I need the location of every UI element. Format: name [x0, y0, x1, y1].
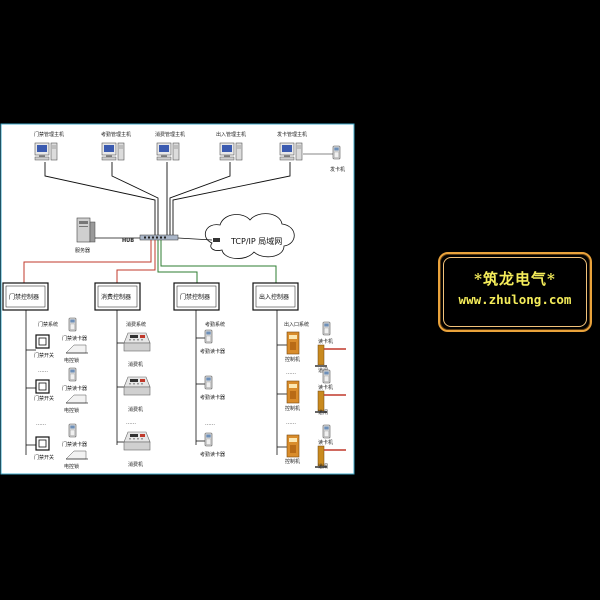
parking-subsystem-label: 出入口系统 [284, 321, 309, 328]
reader-label: 门禁读卡器 [62, 441, 87, 448]
cloud-icon [204, 213, 295, 259]
access-subsystem: 门禁系统 门禁开关 门禁读卡器 电控锁 …… 门禁开关 门禁读卡器 电控锁 …… [25, 310, 89, 470]
parking-reader-label: 读卡机 [318, 338, 333, 345]
parking-ellipsis: …… [286, 420, 296, 426]
consume-subsystem-label: 消费系统 [126, 321, 146, 328]
hub-label: HUB [122, 238, 134, 244]
pos-label: 消费机 [128, 406, 143, 413]
controller-label: 出入控制器 [259, 293, 289, 301]
controller-trunks [23, 240, 277, 283]
pos-label: 消费机 [128, 361, 143, 368]
lock-label: 电控锁 [64, 357, 79, 364]
zhulong-watermark: *筑龙电气* www.zhulong.com [438, 252, 592, 332]
workstation-2: 考勤管理主机 [101, 131, 131, 161]
controller-4: 出入控制器 [252, 282, 299, 311]
access-ellipsis: …… [38, 368, 48, 374]
parking-reader-label: 读卡机 [318, 439, 333, 446]
attendance-ellipsis: …… [205, 421, 215, 427]
controller-label: 门禁控制器 [180, 293, 210, 301]
workstation-cables [44, 162, 291, 236]
server-label: 服务器 [75, 247, 90, 254]
parking-controller-label: 控制机 [285, 405, 300, 412]
parking-reader-label: 读卡机 [318, 384, 333, 391]
door-label: 门禁开关 [34, 454, 54, 461]
watermark-border [443, 257, 587, 327]
controller-1: 门禁控制器 [2, 282, 49, 311]
hub: HUB [122, 234, 179, 244]
workstation-label: 门禁管理主机 [34, 131, 64, 138]
workstation-label: 出入管理主机 [216, 131, 246, 138]
reader-label: 门禁读卡器 [62, 385, 87, 392]
consume-subsystem: 消费系统 消费机 消费机 …… 消费机 [116, 310, 151, 468]
controller-3: 门禁控制器 [173, 282, 220, 311]
parking-controller-label: 控制机 [285, 356, 300, 363]
access-ellipsis: …… [36, 421, 46, 427]
access-row: 门禁开关 门禁读卡器 电控锁 [26, 423, 89, 470]
access-subsystem-label: 门禁系统 [38, 321, 58, 328]
access-row: 门禁开关 门禁读卡器 电控锁 [26, 367, 89, 414]
workstation-5: 发卡管理主机 [277, 131, 307, 161]
door-label: 门禁开关 [34, 352, 54, 359]
parking-ellipsis: …… [286, 370, 296, 376]
attendance-subsystem: 考勤系统 考勤读卡器 考勤读卡器 …… 考勤读卡器 [195, 310, 225, 458]
server: 服务器 [75, 217, 96, 254]
gate-label: 道闸 [318, 463, 328, 470]
card-issuer: 发卡机 [330, 145, 345, 173]
card-issuer-label: 发卡机 [330, 166, 345, 173]
attendance-reader-label: 考勤读卡器 [200, 451, 225, 458]
controller-label: 门禁控制器 [9, 293, 39, 301]
reader-label: 门禁读卡器 [62, 335, 87, 342]
lock-label: 电控锁 [64, 407, 79, 414]
pos-label: 消费机 [128, 461, 143, 468]
door-label: 门禁开关 [34, 395, 54, 402]
workstation-label: 消费管理主机 [155, 131, 185, 138]
attendance-reader-label: 考勤读卡器 [200, 348, 225, 355]
gate-label: 道闸 [318, 409, 328, 416]
workstation-label: 考勤管理主机 [101, 131, 131, 138]
controller-2: 消费控制器 [94, 282, 141, 311]
lan-cloud: TCP/IP 局域网 [177, 213, 295, 259]
workstation-3: 消费管理主机 [155, 131, 185, 161]
workstation-4: 出入管理主机 [216, 131, 246, 161]
watermark-url: www.zhulong.com [458, 292, 572, 307]
parking-controller-label: 控制机 [285, 458, 300, 465]
lan-label: TCP/IP 局域网 [230, 236, 282, 246]
parking-subsystem: 出入口系统 控制机 读卡机 道闸 …… 控制机 读卡机 道闸 …… 控制机 读卡… [276, 310, 347, 470]
workstation-label: 发卡管理主机 [277, 131, 307, 138]
access-row: 门禁开关 门禁读卡器 电控锁 [26, 317, 89, 364]
watermark-title: *筑龙电气* [474, 270, 556, 288]
lock-label: 电控锁 [64, 463, 79, 470]
attendance-subsystem-label: 考勤系统 [205, 321, 225, 328]
workstation-1: 门禁管理主机 [34, 131, 64, 161]
controller-label: 消费控制器 [101, 293, 131, 301]
consume-ellipsis: …… [126, 420, 136, 426]
hub-icon [139, 234, 179, 241]
attendance-reader-label: 考勤读卡器 [200, 394, 225, 401]
